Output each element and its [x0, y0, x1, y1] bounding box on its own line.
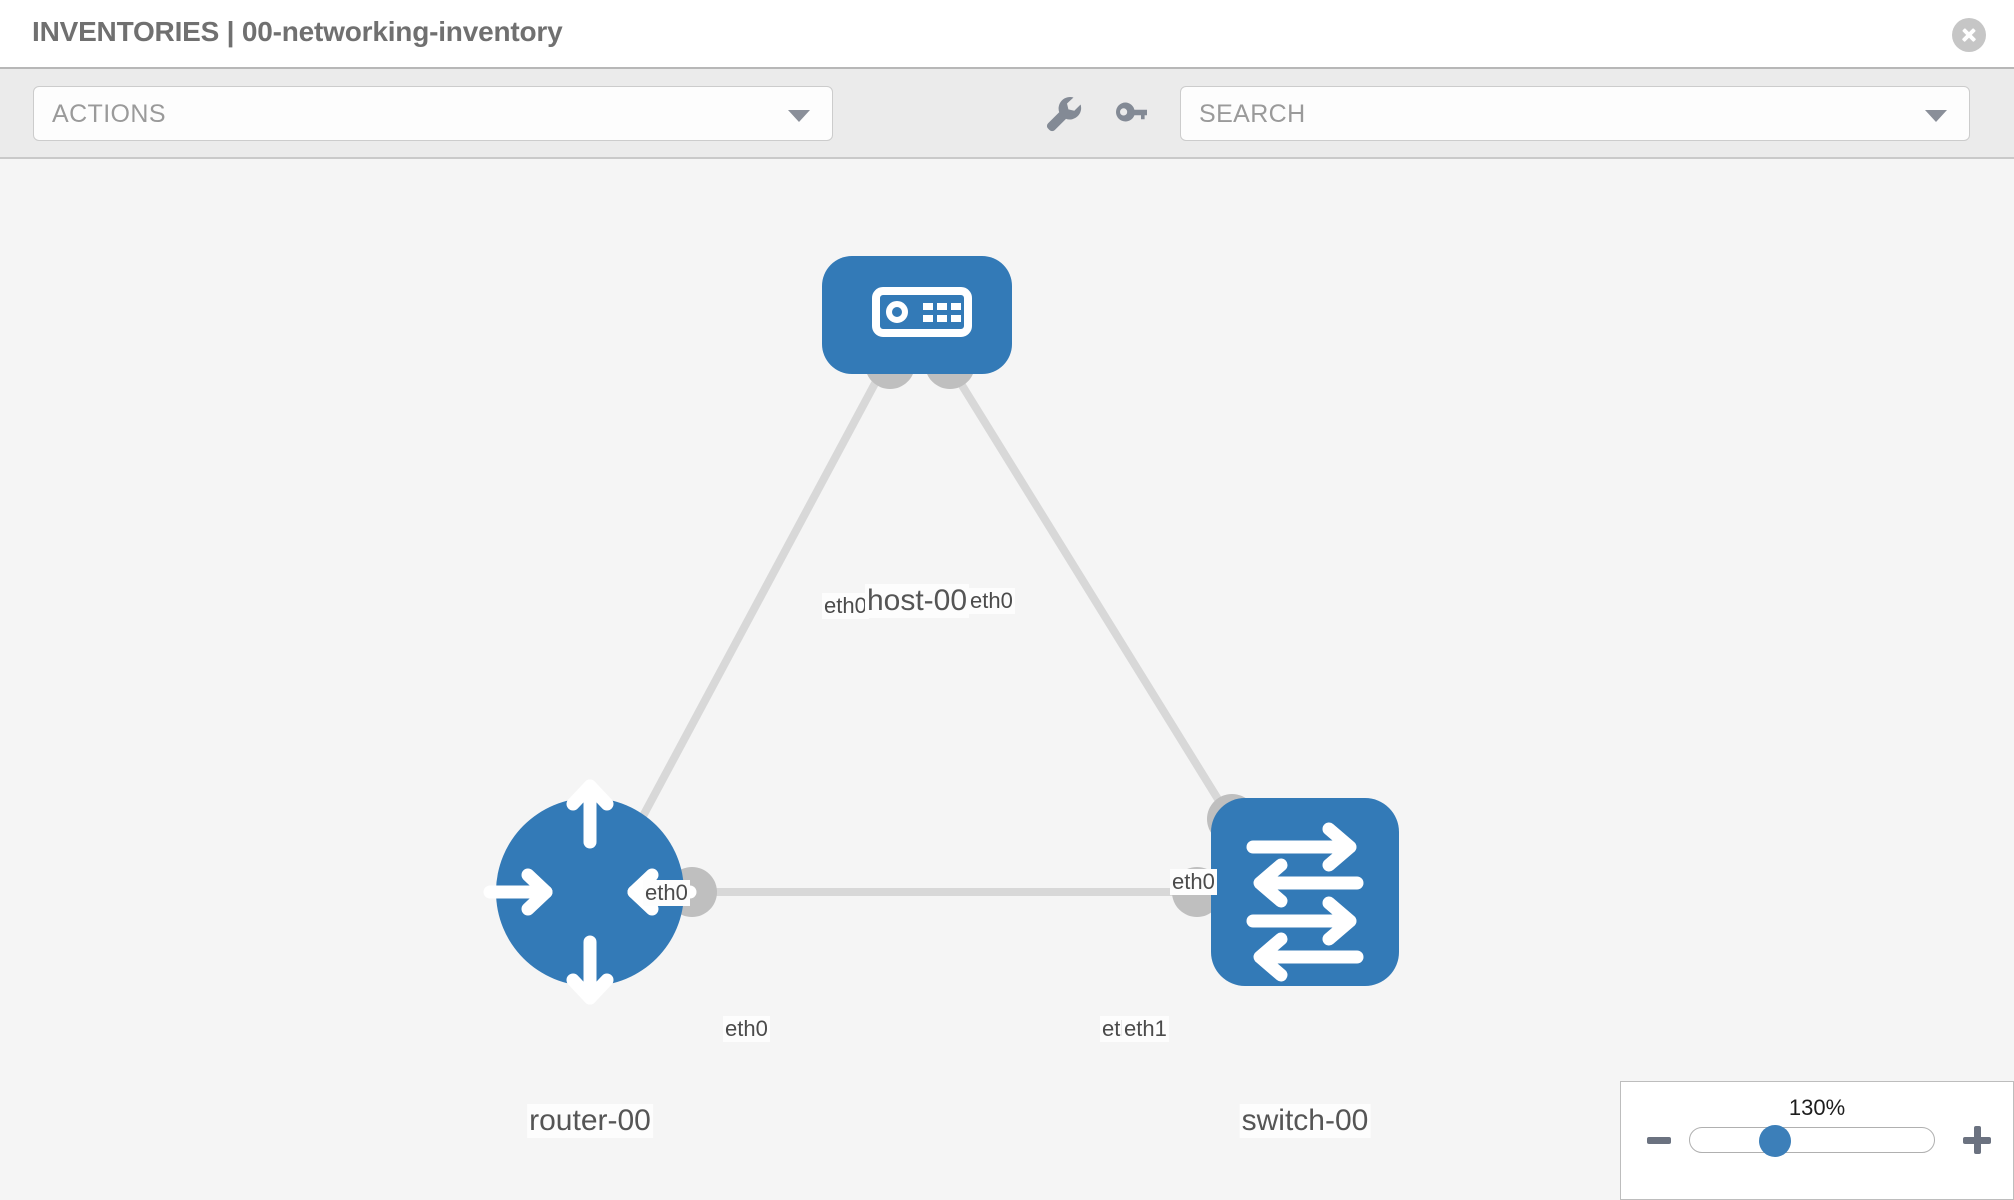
- iface-label-host-left: eth0: [822, 593, 869, 619]
- topology-graph: [483, 256, 1399, 1005]
- zoom-slider-thumb[interactable]: [1759, 1125, 1791, 1157]
- key-icon[interactable]: [1108, 91, 1154, 137]
- zoom-level-value: 130%: [1788, 1095, 1846, 1120]
- link-host-switch[interactable]: [951, 371, 1259, 862]
- node-host-00[interactable]: [822, 256, 1012, 374]
- link-endpoints: [667, 339, 1257, 917]
- server-icon: [872, 287, 972, 337]
- iface-label-router-up: eth0: [643, 880, 690, 906]
- actions-dropdown[interactable]: ACTIONS: [33, 86, 833, 141]
- node-label-host-00: host-00: [864, 584, 970, 618]
- chevron-down-icon: [788, 110, 810, 122]
- close-icon[interactable]: [1952, 18, 1986, 52]
- switch-arrows-icon: [1246, 822, 1364, 982]
- iface-label-host-right: eth0: [968, 588, 1015, 614]
- zoom-in-button[interactable]: [1963, 1126, 1991, 1154]
- link-edges: [616, 371, 1259, 896]
- search-input[interactable]: SEARCH: [1180, 86, 1970, 141]
- zoom-slider-track[interactable]: [1689, 1127, 1935, 1153]
- search-placeholder: SEARCH: [1199, 100, 1306, 128]
- iface-label-switch-up: eth0: [1170, 869, 1217, 895]
- iface-label-router-right: eth0: [723, 1016, 770, 1042]
- chevron-down-icon: [1925, 110, 1947, 122]
- node-label-router-00: router-00: [527, 1104, 653, 1138]
- node-switch-00[interactable]: [1211, 798, 1399, 986]
- zoom-out-button[interactable]: [1647, 1137, 1671, 1144]
- actions-dropdown-label: ACTIONS: [52, 100, 166, 128]
- wrench-icon[interactable]: [1040, 91, 1086, 137]
- zoom-control-panel: 130%: [1620, 1081, 2014, 1200]
- link-host-router[interactable]: [616, 372, 884, 861]
- topology-canvas[interactable]: eth0 eth0 eth0 eth0 eth0 eth0 eth1 host-…: [0, 159, 2014, 1200]
- page-header: INVENTORIES | 00-networking-inventory: [0, 0, 2014, 69]
- iface-label-switch-left: eth1: [1122, 1016, 1169, 1042]
- page-title: INVENTORIES | 00-networking-inventory: [32, 16, 563, 47]
- node-label-switch-00: switch-00: [1239, 1104, 1371, 1138]
- toolbar: ACTIONS SEARCH: [0, 69, 2014, 159]
